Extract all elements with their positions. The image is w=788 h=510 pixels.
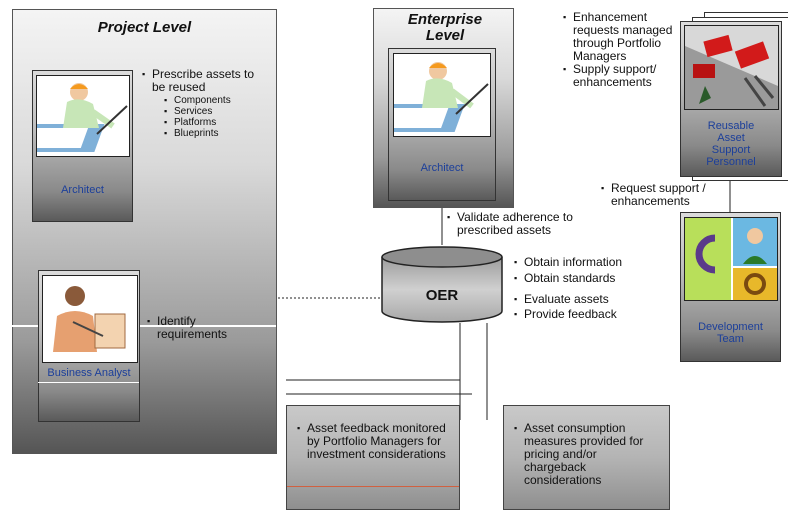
prescribe-item: Blueprints bbox=[164, 128, 257, 139]
enterprise-level-title: Enterprise Level bbox=[407, 11, 483, 44]
reusable-asset-label: Reusable Asset Support Personnel bbox=[706, 120, 756, 168]
reusable-bullet: Enhancement requests managed through Por… bbox=[563, 11, 673, 63]
development-team-card[interactable]: Development Team bbox=[680, 212, 781, 362]
asset-consumption-note: ▪ Asset consumption measures provided fo… bbox=[503, 405, 670, 510]
feedback-red-underline bbox=[287, 486, 459, 487]
reusable-illustration bbox=[684, 25, 779, 110]
asset-consumption-text: Asset consumption measures provided for … bbox=[524, 421, 644, 487]
project-architect-label: Architect bbox=[61, 184, 104, 196]
validate-adherence-text: ▪ Validate adherence to prescribed asset… bbox=[447, 210, 573, 237]
enterprise-architect-illustration bbox=[393, 53, 491, 137]
oer-bullets: Obtain information Obtain standards Eval… bbox=[514, 256, 664, 322]
reusable-bullet: Supply support/ enhancements bbox=[563, 63, 685, 89]
business-analyst-illustration bbox=[42, 275, 138, 363]
request-support-label: Request support / enhancements bbox=[611, 181, 706, 208]
oer-bullet: Provide feedback bbox=[514, 308, 664, 322]
business-analyst-figure-icon bbox=[43, 276, 137, 362]
prescribe-item: Components bbox=[164, 95, 257, 106]
architect-figure-icon bbox=[37, 76, 129, 156]
prescribe-assets-text: ▪ Prescribe assets to be reused Componen… bbox=[142, 67, 257, 140]
analyst-white-underline bbox=[38, 382, 139, 383]
development-team-illustration bbox=[684, 217, 778, 301]
development-team-label: Development Team bbox=[698, 321, 763, 345]
identify-label: Identify requirements bbox=[157, 314, 228, 341]
prescribe-heading: Prescribe assets to be reused bbox=[152, 67, 255, 94]
asset-feedback-note: ▪ Asset feedback monitored by Portfolio … bbox=[286, 405, 460, 510]
prescribe-item: Services bbox=[164, 106, 257, 117]
reusable-bullets: Enhancement requests managed through Por… bbox=[563, 11, 683, 89]
business-analyst-card[interactable]: Business Analyst bbox=[38, 270, 140, 422]
oer-label: OER bbox=[425, 287, 459, 304]
architect-figure-icon bbox=[394, 54, 490, 136]
project-level-title: Project Level bbox=[97, 19, 192, 36]
validate-label: Validate adherence to prescribed assets bbox=[457, 210, 573, 237]
architect-illustration bbox=[36, 75, 130, 157]
oer-repository[interactable]: OER bbox=[380, 245, 504, 325]
oer-bullet: Evaluate assets bbox=[514, 293, 664, 307]
request-support-text: ▪ Request support / enhancements bbox=[601, 181, 706, 208]
identify-requirements-text: ▪ Identify requirements bbox=[147, 314, 228, 341]
asset-feedback-text: Asset feedback monitored by Portfolio Ma… bbox=[307, 421, 446, 461]
project-architect-card[interactable]: Architect bbox=[32, 70, 133, 222]
database-cylinder-icon bbox=[381, 246, 503, 323]
reusable-asset-support-card[interactable]: Reusable Asset Support Personnel bbox=[680, 21, 782, 177]
oer-bullet: Obtain standards bbox=[514, 272, 664, 286]
oer-bullet: Obtain information bbox=[514, 256, 664, 270]
prescribe-item: Platforms bbox=[164, 117, 257, 128]
white-divider bbox=[12, 325, 276, 327]
enterprise-architect-label: Architect bbox=[420, 162, 464, 174]
development-team-icon bbox=[685, 218, 777, 300]
business-analyst-label: Business Analyst bbox=[47, 367, 131, 379]
reusable-asset-icon bbox=[685, 26, 778, 109]
enterprise-architect-card[interactable]: Architect bbox=[388, 48, 496, 201]
prescribe-items-list: Components Services Platforms Blueprints bbox=[164, 95, 257, 139]
